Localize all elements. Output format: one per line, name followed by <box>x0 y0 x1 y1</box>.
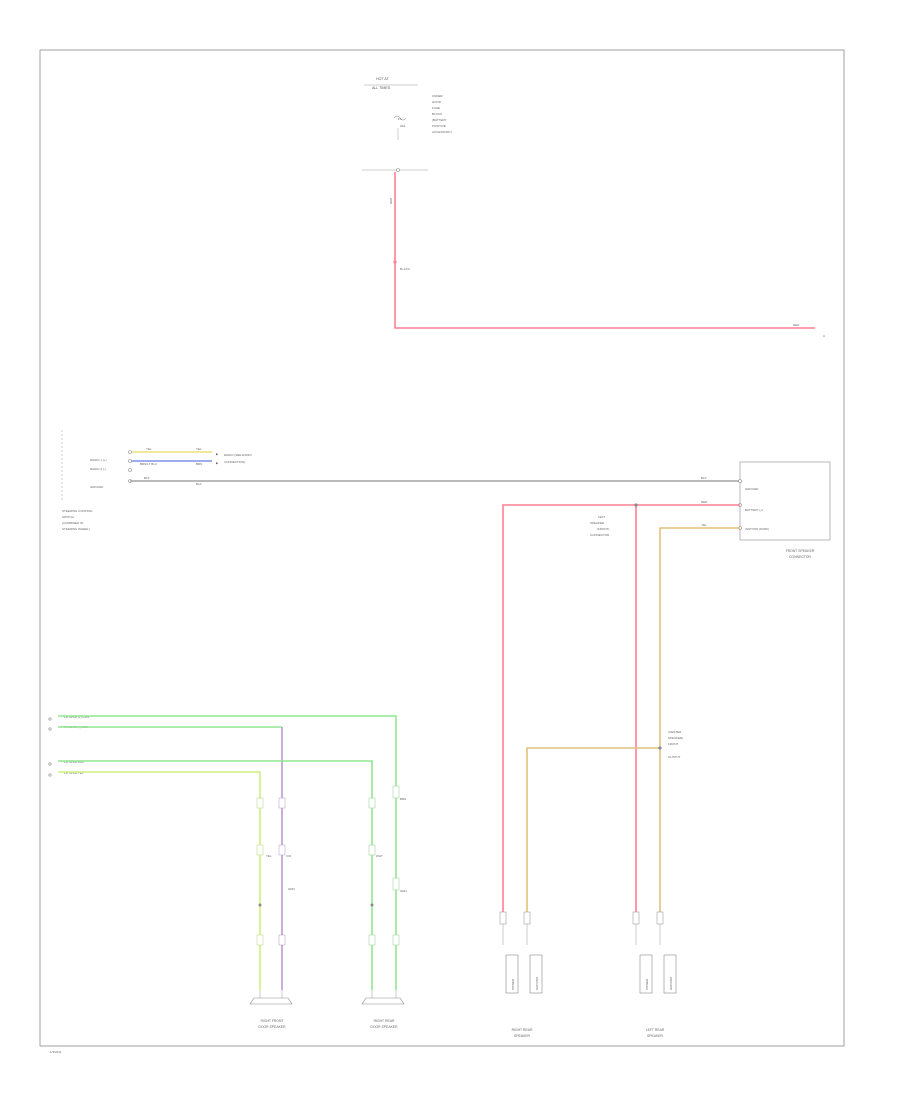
fuse-block-desc-1: UNDER <box>432 94 444 98</box>
rr-speaker-code-3: GRN <box>400 889 407 893</box>
fuse-icon <box>393 115 407 121</box>
fuse-block: HOT AT ALL TIMES UNDER HOOD FUSE BLOCK (… <box>362 77 452 172</box>
rf-speaker-code-1: YEL <box>266 854 272 858</box>
fuse-block-desc-2: HOOD <box>432 100 442 104</box>
power-wire-arrow: A <box>823 334 825 338</box>
fuse-block-desc-4: BLOCK <box>432 112 442 116</box>
rr-speaker-box-1 <box>505 954 519 994</box>
feed-label-4: FR SPKR YEL <box>64 771 84 775</box>
fuse-id: F1 <box>398 117 402 121</box>
lr-speaker-name-a: LEFT REAR <box>646 1028 665 1032</box>
lr-speaker-name-b: SPEAKER <box>647 1034 664 1038</box>
center-splice-label-3: FRONT <box>668 742 678 746</box>
front-connector-pin-2: BATTERY (+) <box>745 508 763 512</box>
front-connector-pin-1: GROUND <box>745 487 759 491</box>
center-splice-label-4: OUTPUT <box>668 755 681 759</box>
fuse-terminal <box>396 168 400 172</box>
left-rear-speaker: POWER GROUND LEFT REAR SPEAKER <box>632 911 677 1038</box>
switch-name-2: SWITCH <box>62 515 74 519</box>
center-splice-label-2: SPEAKER) <box>668 736 683 740</box>
lr-speaker-pin-1: POWER <box>645 978 649 990</box>
lr-speaker-box-1 <box>639 954 653 994</box>
footer-code: 1/3/2011 <box>50 1050 62 1054</box>
fuse-block-desc-3: FUSE <box>432 106 440 110</box>
rf-speaker-code-3: GRN <box>288 887 295 891</box>
rear-ignition-wire <box>526 527 740 915</box>
diagram-frame <box>39 49 845 1047</box>
rr-speaker-name-1: RIGHT REAR <box>374 1019 395 1023</box>
rr-speaker-pin-2: GROUND <box>535 976 539 990</box>
switch-wire-1-label: YEL <box>146 447 152 451</box>
power-wire: RED B+ACC RED A <box>389 172 825 338</box>
switch-name-4: STEERING WHEEL) <box>62 527 90 531</box>
left-splice-label-3: (FRONT) <box>597 527 609 531</box>
front-connector-name-2: CONNECTOR <box>789 555 811 559</box>
front-connector-code-1: BLK <box>701 476 707 480</box>
fuse-block-desc-6: POSITIVE <box>432 124 446 128</box>
switch-ground-code-1: BLK <box>144 476 150 480</box>
feed-label-3: FR SPKR WHT <box>64 760 85 764</box>
switch-wire-2-label: BRN/LT BLU <box>140 462 157 466</box>
rr-speaker-box-2 <box>529 954 543 994</box>
speaker-icon <box>361 997 405 1005</box>
steering-control-switch: RADIO 1 (+) RADIO 2 (-) GROUND STEERING … <box>61 430 740 531</box>
switch-wire-2-code: BRN <box>196 462 202 466</box>
lr-speaker-pin-2: GROUND <box>669 976 673 990</box>
switch-wire-1-code: YEL <box>196 447 202 451</box>
power-wire-code: RED <box>389 197 393 204</box>
to-radio-label-1: RADIO (SEE RADIO <box>224 453 252 457</box>
rr-speaker-name-a: RIGHT REAR <box>512 1028 533 1032</box>
power-splice-dot <box>393 260 397 264</box>
to-radio-label-2: CONNECTION) <box>224 460 245 464</box>
to-radio-arrow-2: ▶ <box>216 461 219 465</box>
fuse-block-desc-7: ACCESSORY) <box>432 130 452 134</box>
fuse-amp: 20A <box>400 124 405 128</box>
rear-power-wire <box>502 503 740 915</box>
left-splice-label-4: CONNECTOR <box>590 533 610 537</box>
rr-speaker-name-2: DOOR SPEAKER <box>370 1025 398 1029</box>
right-front-door-speaker: RIGHT FRONT DOOR SPEAKER <box>249 990 293 1029</box>
fuse-block-title-1: HOT AT <box>376 77 389 81</box>
rr-speaker-pin-1: POWER <box>511 978 515 990</box>
front-connector-code-2: RED <box>701 500 708 504</box>
speaker-icon <box>249 997 293 1005</box>
wire-connector-marks <box>256 785 400 946</box>
left-splice-label-2: SPEAKER <box>590 521 605 525</box>
right-rear-door-speaker: RIGHT REAR DOOR SPEAKER <box>361 990 405 1029</box>
switch-name-1: STEERING CONTROL <box>62 509 93 513</box>
to-radio-arrow-1: ▶ <box>216 452 219 456</box>
rf-speaker-name-2: DOOR SPEAKER <box>258 1025 286 1029</box>
front-connector-code-3: YEL <box>701 523 707 527</box>
fuse-block-title-2: ALL TIMES <box>372 86 391 90</box>
lr-speaker-box-2 <box>663 954 677 994</box>
switch-name-3: (COMBINED IN <box>62 521 83 525</box>
rr-speaker-code-1: WHT <box>376 854 383 858</box>
right-rear-speaker: POWER GROUND RIGHT REAR SPEAKER <box>499 911 543 1038</box>
switch-pin-3: GROUND <box>90 485 104 489</box>
rf-speaker-code-2: VIO <box>286 854 292 858</box>
left-splice-label-1: LEFT <box>598 515 606 519</box>
center-splice-label-1: (CENTER <box>668 730 682 734</box>
feed-label-1: FR SPKR (+) GRN <box>64 715 89 719</box>
rr-speaker-name-b: SPEAKER <box>514 1034 531 1038</box>
rf-speaker-name-1: RIGHT FRONT <box>260 1019 283 1023</box>
front-speaker-connector: GROUND BATTERY (+) IGNITION (PARK) FRONT… <box>701 461 831 559</box>
speaker-feeds: FR SPKR (+) GRN FR SPKR (-) GRN FR SPKR … <box>48 715 397 990</box>
rr-speaker-code-2: BRN <box>400 797 406 801</box>
front-connector-name-1: FRONT SPEAKER <box>786 549 815 553</box>
fuse-block-desc-5: (BATTERY <box>432 118 447 122</box>
front-connector-box <box>739 461 831 541</box>
power-splice-label: B+ACC <box>400 267 411 271</box>
switch-pin-2: RADIO 2 (-) <box>90 467 106 471</box>
switch-ground-code-2: BLK <box>196 482 202 486</box>
power-wire-end-label: RED <box>793 323 800 327</box>
front-connector-pin-3: IGNITION (PARK) <box>745 527 769 531</box>
switch-pin-1: RADIO 1 (+) <box>90 458 107 462</box>
